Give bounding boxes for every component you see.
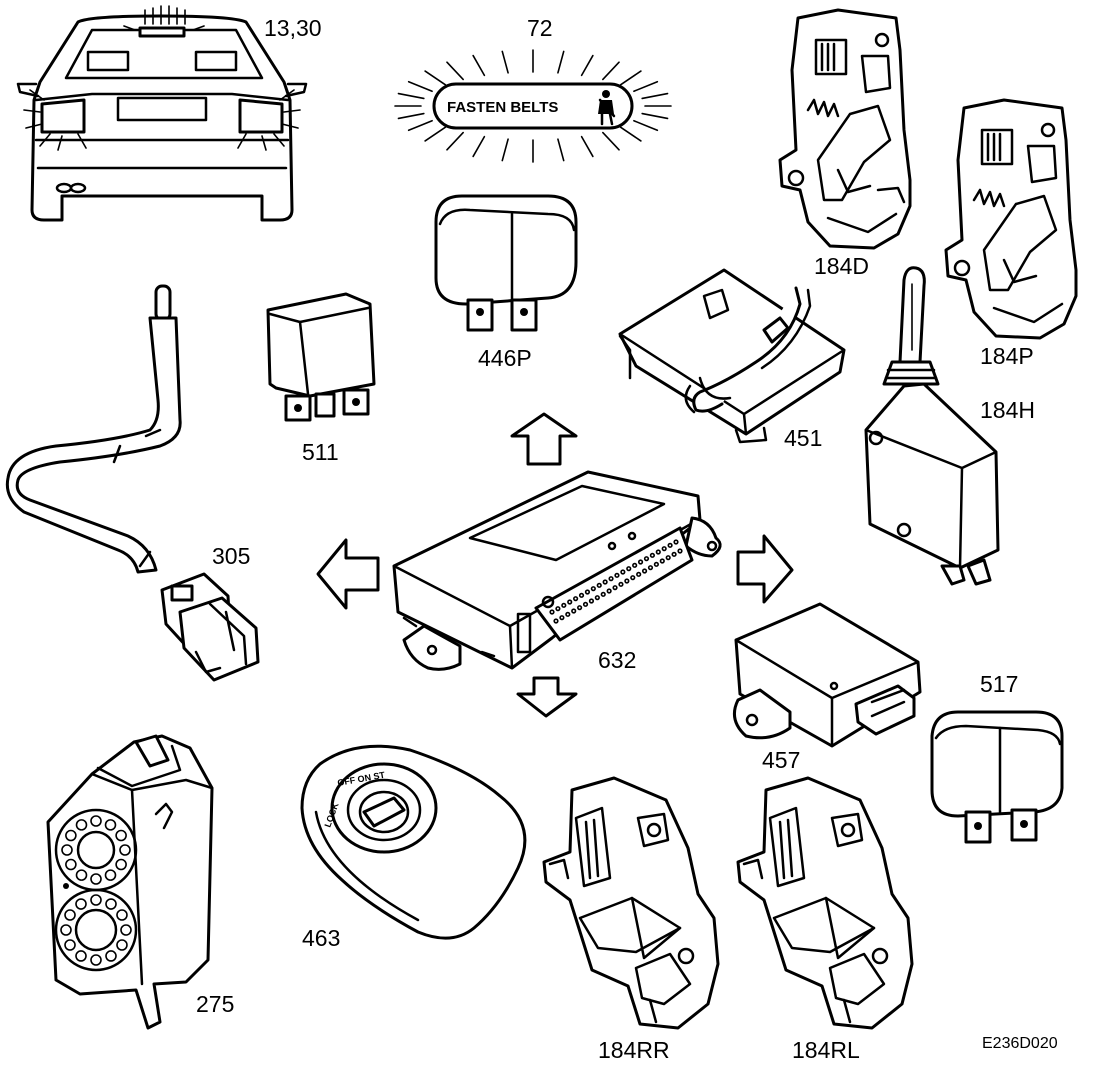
label-275: 275 [196, 991, 234, 1017]
arrow-down-icon [516, 676, 578, 718]
central-control-unit-icon [392, 470, 722, 671]
door-lock-motor-icon [542, 776, 720, 1030]
seatbelt-person-icon [598, 90, 616, 126]
car-rear-view-icon [16, 5, 308, 222]
label-184p: 184P [980, 343, 1034, 369]
control-module-icon [732, 602, 922, 748]
arrow-left-icon [316, 538, 380, 610]
relay-icon [266, 292, 376, 422]
label-184h: 184H [980, 397, 1035, 423]
label-72: 72 [527, 15, 553, 41]
seatbelt-warning-lamp-icon: FASTEN BELTS [394, 49, 672, 163]
label-451: 451 [784, 425, 822, 451]
label-632: 632 [598, 647, 636, 673]
label-184rl: 184RL [792, 1037, 860, 1063]
relay-icon [930, 710, 1064, 844]
arrow-up-icon [510, 412, 578, 466]
arrow-right-icon [736, 534, 794, 604]
label-184d: 184D [814, 253, 869, 279]
fasten-belts-text: FASTEN BELTS [447, 99, 558, 116]
door-lock-motor-icon [778, 8, 912, 250]
label-463: 463 [302, 925, 340, 951]
label-305: 305 [212, 543, 250, 569]
label-13-30: 13,30 [264, 15, 322, 41]
ignition-switch-icon: OFF ON ST LOCK [300, 744, 527, 940]
control-module-icon [618, 268, 846, 444]
siren-speaker-icon [46, 734, 214, 1030]
label-457: 457 [762, 747, 800, 773]
label-446p: 446P [478, 345, 532, 371]
door-lock-motor-icon [736, 776, 914, 1030]
door-lock-motor-icon [944, 98, 1078, 340]
label-511: 511 [302, 439, 339, 465]
label-517: 517 [980, 671, 1018, 697]
drawing-code: E236D020 [982, 1035, 1058, 1052]
label-184rr: 184RR [598, 1037, 670, 1063]
tailgate-lock-actuator-icon [864, 266, 1000, 586]
relay-icon [434, 194, 578, 332]
cable-sensor-icon [5, 284, 260, 682]
